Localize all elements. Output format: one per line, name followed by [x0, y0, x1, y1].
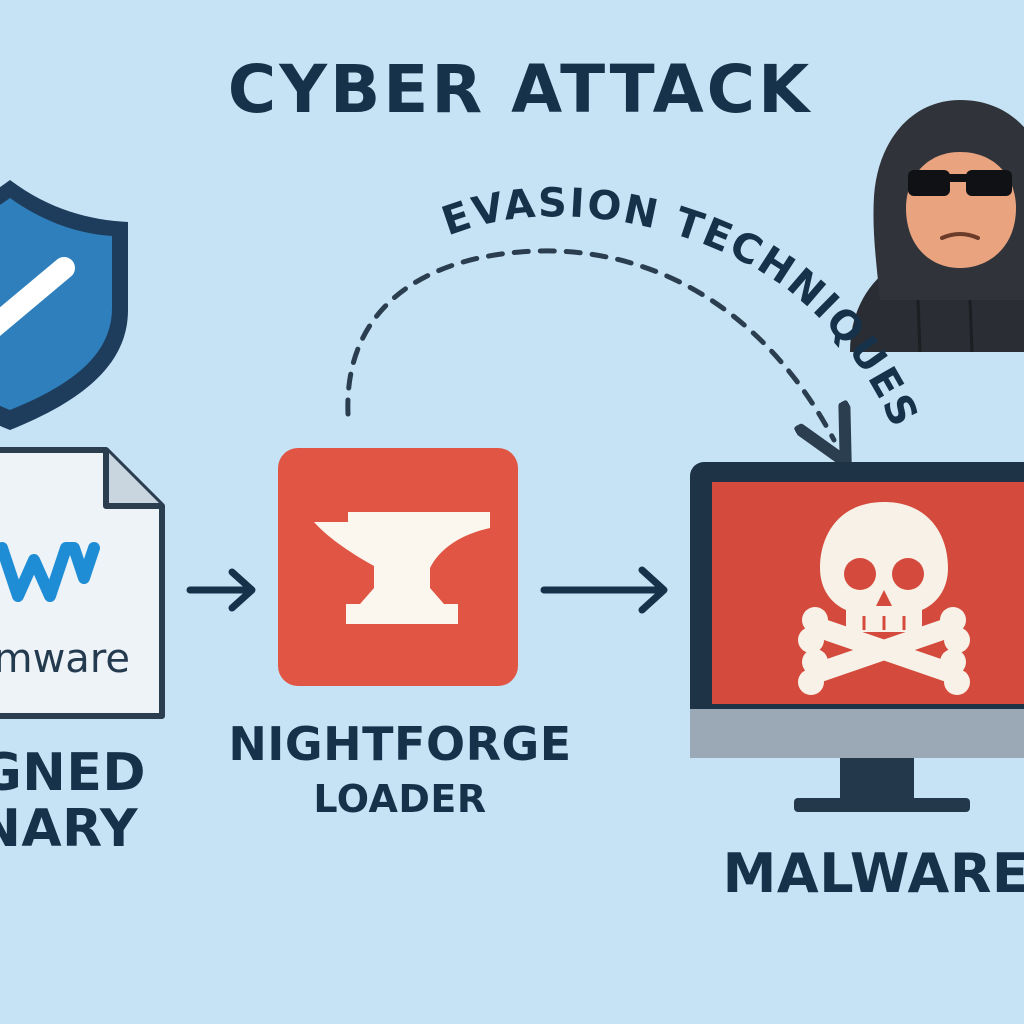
diagram-title: CYBER ATTACK	[228, 51, 812, 128]
anvil-icon	[314, 512, 490, 624]
signed-binary-label-line1: SIGNED	[0, 743, 146, 803]
signed-binary-label-line2: BINARY	[0, 799, 139, 859]
loader-label-line1: NIGHTFORGE	[228, 717, 571, 771]
vmware-logo-mark	[0, 542, 100, 602]
loader-label-line2: LOADER	[313, 777, 486, 821]
right-arrow-icon	[186, 568, 256, 612]
malware-label: MALWARE	[723, 842, 1024, 905]
right-arrow-icon	[540, 566, 668, 614]
evasion-techniques-text: EVASION TECHNIQUES	[436, 180, 925, 435]
vmware-logo-text: vmware	[0, 636, 130, 682]
signed-binary-file: vmware	[0, 447, 165, 719]
evasion-techniques-label: EVASION TECHNIQUES	[436, 180, 927, 435]
nightforge-loader-tile	[278, 448, 518, 686]
evasion-dashed-arrow	[345, 248, 834, 440]
shield-check-icon	[0, 180, 128, 430]
skull-crossbones-icon	[798, 502, 970, 695]
hooded-hacker-icon	[850, 100, 1024, 353]
